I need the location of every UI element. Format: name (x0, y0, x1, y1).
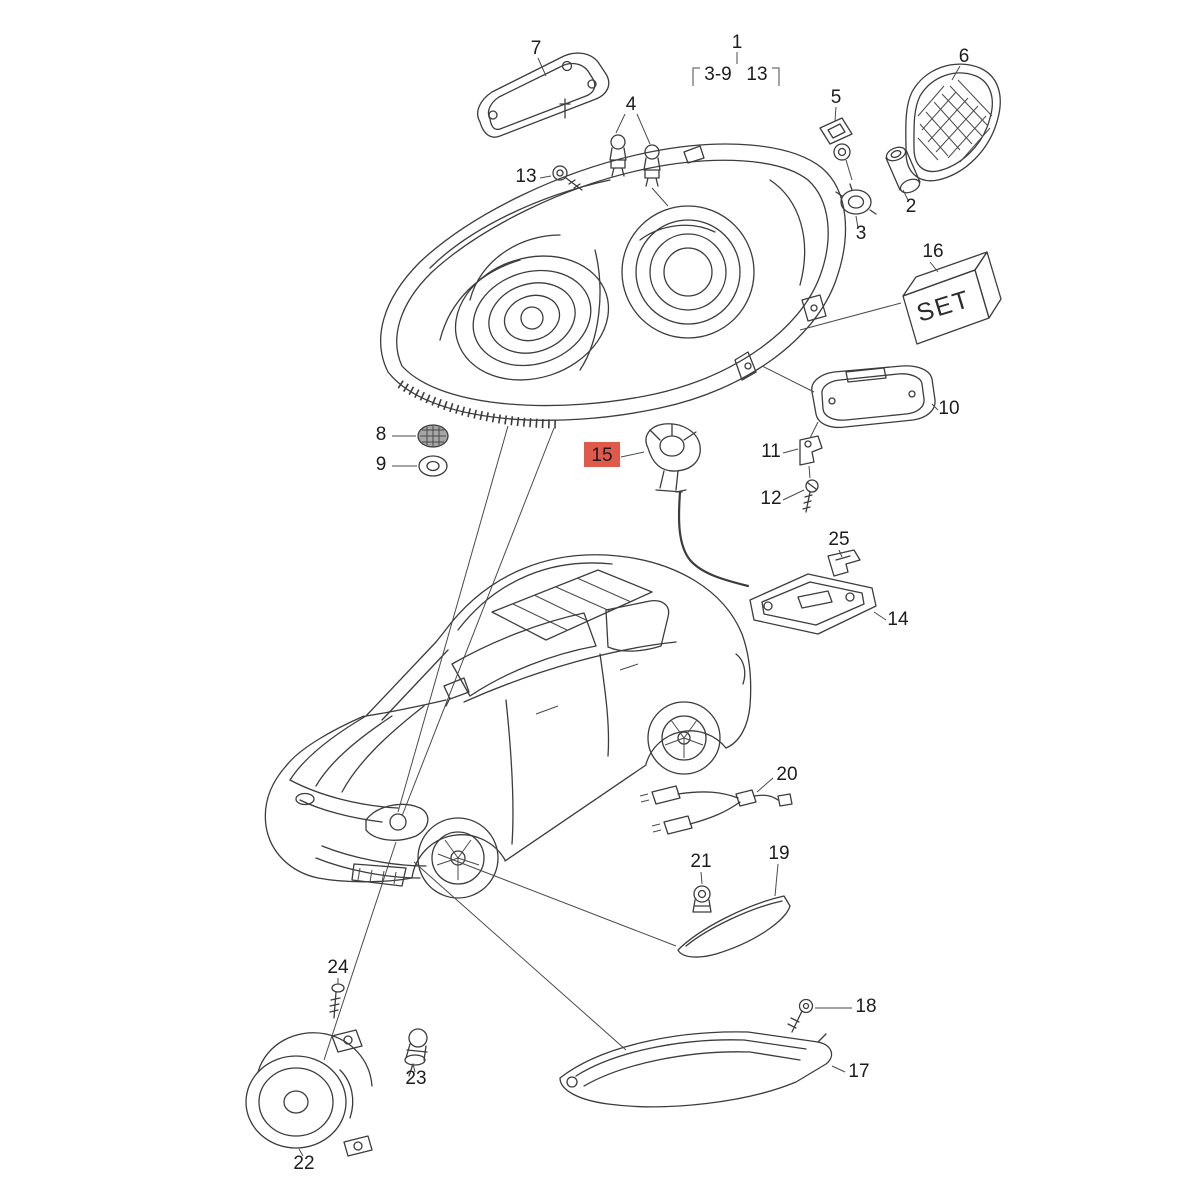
set-label: SET (913, 285, 973, 328)
part-label-12: 12 (760, 488, 781, 509)
part-label-4: 4 (626, 94, 637, 115)
highlight-box-15 (584, 442, 620, 467)
part-label-19: 19 (768, 843, 789, 864)
part-label-21: 21 (690, 851, 711, 872)
part-label-23: 23 (405, 1068, 426, 1089)
bracket-rod-part-14 (675, 489, 877, 635)
clip-part-25 (827, 549, 861, 577)
screw-part-13 (552, 165, 583, 191)
ballast-module-part-10 (811, 365, 936, 429)
part-label-10: 10 (938, 398, 959, 419)
part-label-8: 8 (376, 424, 387, 445)
bulbs-part-4 (609, 134, 669, 207)
part-label-5: 5 (831, 87, 842, 108)
grommet-part-8 (417, 424, 449, 448)
part-label-13: 13 (515, 166, 536, 187)
part-label-16: 16 (922, 241, 943, 262)
side-marker-part-19 (677, 895, 791, 958)
part-label-22: 22 (293, 1153, 314, 1174)
part-label-14: 14 (887, 609, 909, 630)
trim-part-17 (559, 1031, 833, 1108)
bulb-socket-part-21 (692, 885, 712, 913)
part-label-2: 2 (906, 196, 917, 217)
part-label-24: 24 (327, 957, 349, 978)
part-label-1-range: 3-9 (704, 64, 731, 85)
grille-part-6 (905, 63, 1001, 182)
retaining-ring-part-3 (835, 183, 877, 215)
fog-lamp-part-22 (245, 1029, 373, 1157)
wiring-harness-part-20 (639, 785, 793, 835)
part-label-20: 20 (776, 764, 797, 785)
set-box-part-16: SET (902, 251, 1002, 345)
part-label-9: 9 (376, 454, 387, 475)
screw-part-12 (802, 479, 819, 513)
part-label-11: 11 (761, 441, 781, 462)
reference-lines (323, 302, 902, 1061)
screw-part-24 (329, 983, 345, 1019)
part-label-3: 3 (856, 223, 867, 244)
screw-part-18 (787, 998, 814, 1033)
washer-part-9 (418, 455, 448, 477)
part-label-6: 6 (959, 46, 970, 67)
bracket-part-11 (799, 421, 823, 479)
bulb-socket-part-5 (819, 117, 853, 181)
bulb-part-2 (885, 146, 921, 194)
trim-bracket-part-7 (477, 52, 610, 138)
part-label-1: 1 (732, 32, 743, 53)
part-label-7: 7 (531, 38, 542, 59)
headlight-assembly (380, 143, 847, 429)
leader-lines (298, 52, 961, 1157)
part-label-25: 25 (828, 529, 849, 550)
part-label-15: 15 (591, 445, 612, 466)
vehicle-outline (264, 554, 752, 899)
part-label-1-13: 13 (746, 64, 767, 85)
bracket-part-15 (645, 423, 701, 493)
bulb-part-23 (404, 1028, 428, 1077)
part-label-18: 18 (855, 996, 876, 1017)
part-label-17: 17 (848, 1061, 869, 1082)
